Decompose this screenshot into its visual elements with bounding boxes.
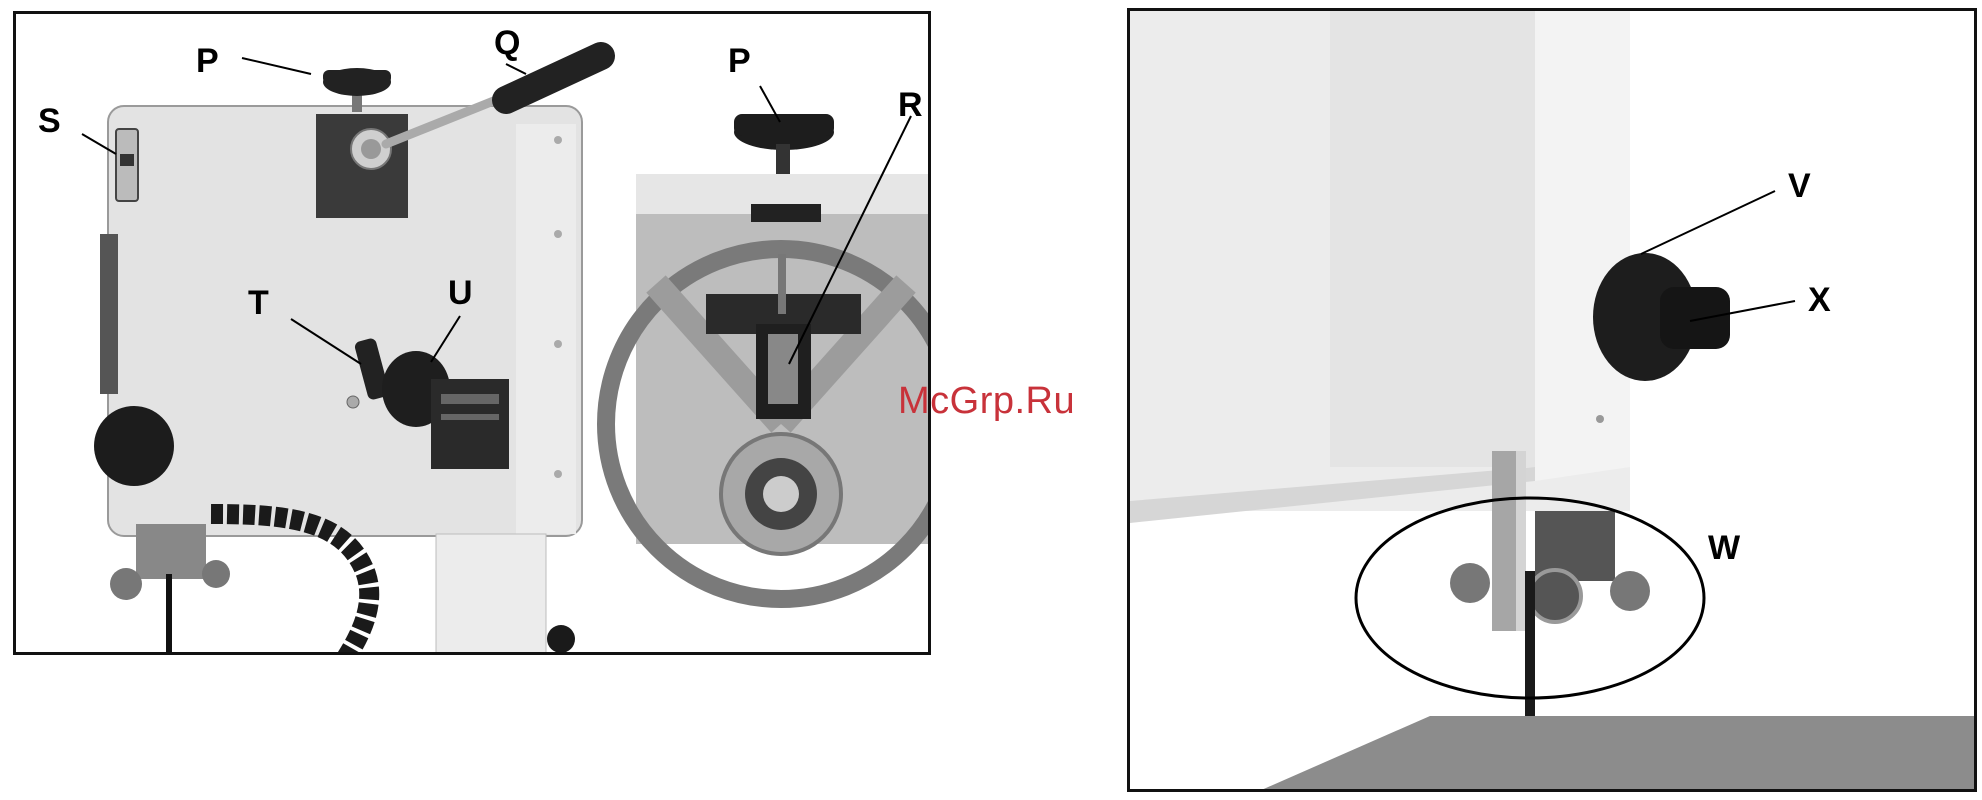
column-knob bbox=[547, 625, 575, 653]
guide-bearing bbox=[1529, 570, 1581, 622]
guide-post-highlight bbox=[1516, 451, 1526, 631]
leader-line-q bbox=[506, 64, 526, 74]
callout-p-inset: P bbox=[728, 44, 751, 78]
housing-side-face bbox=[516, 124, 576, 534]
guide-knob-left bbox=[110, 568, 142, 600]
left-figure-drawing bbox=[16, 14, 931, 655]
saw-blade bbox=[166, 574, 172, 655]
inset-knob-p-shaft bbox=[776, 144, 790, 174]
inset-photo bbox=[606, 114, 931, 599]
plate-text-1 bbox=[441, 394, 499, 404]
blade-tracking-knob bbox=[94, 406, 174, 486]
lever-q-handle bbox=[506, 56, 601, 100]
right-figure-panel: V X W bbox=[1127, 8, 1977, 792]
callout-t: T bbox=[248, 286, 269, 320]
saw-table bbox=[1250, 716, 1977, 792]
callout-u: U bbox=[448, 276, 473, 310]
leader-line-v bbox=[1641, 191, 1775, 254]
motor-label-plate bbox=[431, 379, 509, 469]
callout-x: X bbox=[1808, 283, 1831, 317]
callout-r: R bbox=[898, 88, 923, 122]
guide-knob-left bbox=[1450, 563, 1490, 603]
machine-column bbox=[436, 534, 546, 655]
screw bbox=[554, 230, 562, 238]
guide-knob-right bbox=[202, 560, 230, 588]
inset-knob-lower bbox=[751, 204, 821, 222]
guide-knob-right bbox=[1610, 571, 1650, 611]
callout-p: P bbox=[196, 44, 219, 78]
left-figure-panel: P Q S T U P R bbox=[13, 11, 931, 655]
screw bbox=[554, 340, 562, 348]
tension-indicator bbox=[120, 154, 134, 166]
inset-knob-p-grip bbox=[734, 114, 834, 136]
screw bbox=[1596, 415, 1604, 423]
knob-lever-x bbox=[1660, 287, 1730, 349]
blade-guide-block bbox=[136, 524, 206, 579]
housing-back-edge bbox=[100, 234, 118, 394]
screw bbox=[347, 396, 359, 408]
watermark: McGrp.Ru bbox=[898, 380, 1075, 423]
callout-v: V bbox=[1788, 169, 1811, 203]
inset-bearing-center bbox=[763, 476, 799, 512]
callout-w: W bbox=[1708, 531, 1740, 565]
upper-housing-side bbox=[1535, 11, 1630, 481]
screw bbox=[554, 136, 562, 144]
inset-shaft bbox=[778, 254, 786, 314]
upper-housing-face bbox=[1330, 11, 1535, 467]
guide-post bbox=[1492, 451, 1516, 631]
screw bbox=[554, 470, 562, 478]
callout-q: Q bbox=[494, 26, 520, 60]
inset-scale bbox=[768, 334, 798, 404]
right-figure-drawing bbox=[1130, 11, 1977, 792]
callout-s: S bbox=[38, 104, 61, 138]
leader-line-p bbox=[242, 58, 311, 74]
knob-p-top-grip bbox=[323, 70, 391, 84]
tension-bearing-hub bbox=[361, 139, 381, 159]
plate-text-2 bbox=[441, 414, 499, 420]
